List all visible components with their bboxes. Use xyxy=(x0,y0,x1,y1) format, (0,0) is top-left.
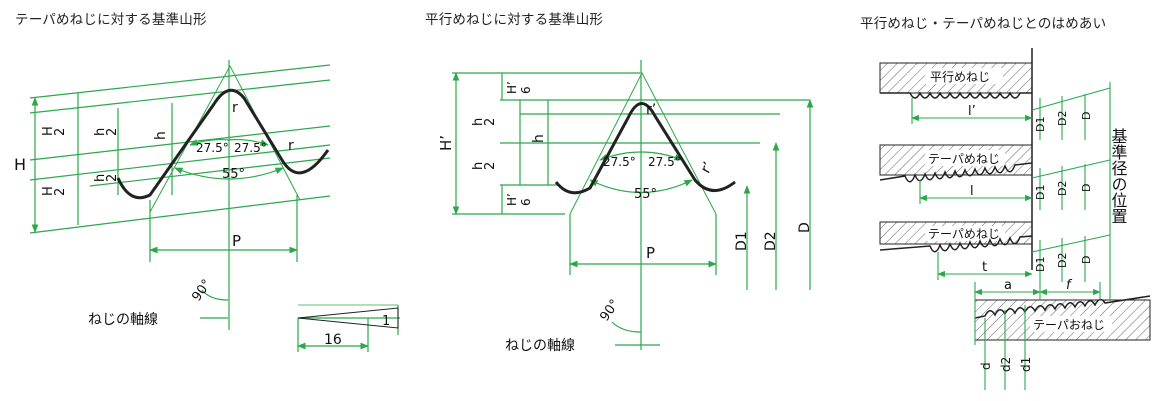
parallel-axis-label: ねじの軸線 xyxy=(505,338,575,354)
taper-h-half-top-num: h xyxy=(93,128,108,136)
taper-r-bottom: r xyxy=(288,138,294,154)
parallel-D1-label: D1 xyxy=(734,231,750,251)
fit-D1-3: D1 xyxy=(1034,257,1047,272)
taper-H-half-top-den: 2 xyxy=(53,128,68,136)
parallel-D2-label: D2 xyxy=(763,231,779,251)
taper-h-half-top-den: 2 xyxy=(105,128,120,136)
fit-D-1: D xyxy=(1080,112,1093,120)
fit-taper-external-label: テーパおねじ xyxy=(1033,318,1105,332)
parallel-Hp6-top-num: H’ xyxy=(505,81,519,94)
fit-figure: 平行めねじ テーパめねじ テーパめねじ テーパおねじ l’ l t a f D1… xyxy=(879,48,1151,390)
parallel-h-half-top-num: h xyxy=(471,118,486,126)
fit-D-3: D xyxy=(1080,256,1093,264)
taper-h-half-bot-den: 2 xyxy=(105,174,120,182)
parallel-H-prime-label: H’ xyxy=(437,135,455,151)
taper-rise-label: 1 xyxy=(382,314,390,329)
parallel-axis-angle: 90° xyxy=(597,297,623,324)
fit-reference-position-label: 基準径の位置 xyxy=(1109,128,1128,224)
taper-axis-angle: 90° xyxy=(189,277,215,304)
parallel-h-label: h xyxy=(531,134,547,143)
parallel-angle-total: 55° xyxy=(634,187,657,202)
parallel-thread-profile xyxy=(554,102,736,195)
taper-angle-left: 27.5° xyxy=(196,141,229,155)
fit-D-2: D xyxy=(1080,184,1093,192)
taper-H-label: H xyxy=(14,155,26,174)
taper-axis-label: ねじの軸線 xyxy=(88,312,158,328)
parallel-pitch-label: P xyxy=(646,244,655,262)
parallel-Hp6-bot-num: H’ xyxy=(505,193,519,206)
parallel-guide-lines xyxy=(452,60,814,350)
fit-D1-2: D1 xyxy=(1034,185,1047,200)
fit-l-prime-label: l’ xyxy=(968,104,976,119)
parallel-angle-right: 27.5° xyxy=(648,155,681,169)
fit-l-label: l xyxy=(970,184,974,199)
fit-t-label: t xyxy=(982,260,987,275)
parallel-r-bottom: r’ xyxy=(698,159,717,176)
fit-f-label: f xyxy=(1066,278,1073,293)
taper-H-half-top-num: H xyxy=(41,126,56,136)
fit-D2-3: D2 xyxy=(1056,253,1069,268)
taper-r-top: r xyxy=(232,100,238,116)
fit-taper-internal-label-2: テーパめねじ xyxy=(928,227,1000,241)
parallel-Hp6-bot-den: 6 xyxy=(519,198,533,206)
fit-D2-1: D2 xyxy=(1056,111,1069,126)
taper-h-half-bot-num: h xyxy=(93,174,108,182)
taper-profile-figure: H H 2 H 2 h 2 h 2 h r r 27.5° 27.5° 55° … xyxy=(14,60,400,352)
parallel-r-top: r’ xyxy=(646,102,656,118)
fit-d2-label: d2 xyxy=(999,357,1013,372)
parallel-D-label: D xyxy=(797,222,813,233)
parallel-Hp6-top-den: 6 xyxy=(519,86,533,94)
taper-title: テーパめねじに対する基準山形 xyxy=(15,12,207,28)
parallel-h-half-top-den: 2 xyxy=(483,118,498,126)
parallel-h-half-bot-num: h xyxy=(471,162,486,170)
taper-thread-profile xyxy=(116,88,330,200)
taper-wedge xyxy=(297,307,399,329)
taper-H-half-bot-den: 2 xyxy=(53,188,68,196)
taper-pitch-label: P xyxy=(232,232,241,250)
fit-D1-1: D1 xyxy=(1034,117,1047,132)
fit-parallel-internal-label: 平行めねじ xyxy=(930,70,990,84)
fit-taper-internal-label-1: テーパめねじ xyxy=(928,152,1000,166)
parallel-h-half-bot-den: 2 xyxy=(483,162,498,170)
fit-a-label: a xyxy=(1004,278,1012,293)
parallel-title: 平行めねじに対する基準山形 xyxy=(425,12,604,28)
taper-angle-total: 55° xyxy=(222,167,245,182)
taper-h-label: h xyxy=(153,131,169,140)
fit-d1-label: d1 xyxy=(1019,357,1033,372)
fit-d-label: d xyxy=(979,362,993,370)
taper-run-label: 16 xyxy=(324,332,342,348)
fit-title: 平行めねじ・テーパめねじとのはめあい xyxy=(860,16,1107,32)
fit-D2-2: D2 xyxy=(1056,181,1069,196)
taper-angle-right: 27.5° xyxy=(234,141,267,155)
parallel-angle-left: 27.5° xyxy=(603,155,636,169)
parallel-profile-figure: H’ H’ 6 H’ 6 h 2 h 2 h r’ r’ 27.5° 27.5°… xyxy=(437,60,814,354)
fit-dimension-lines xyxy=(911,82,1111,390)
taper-H-half-bot-num: H xyxy=(41,186,56,196)
